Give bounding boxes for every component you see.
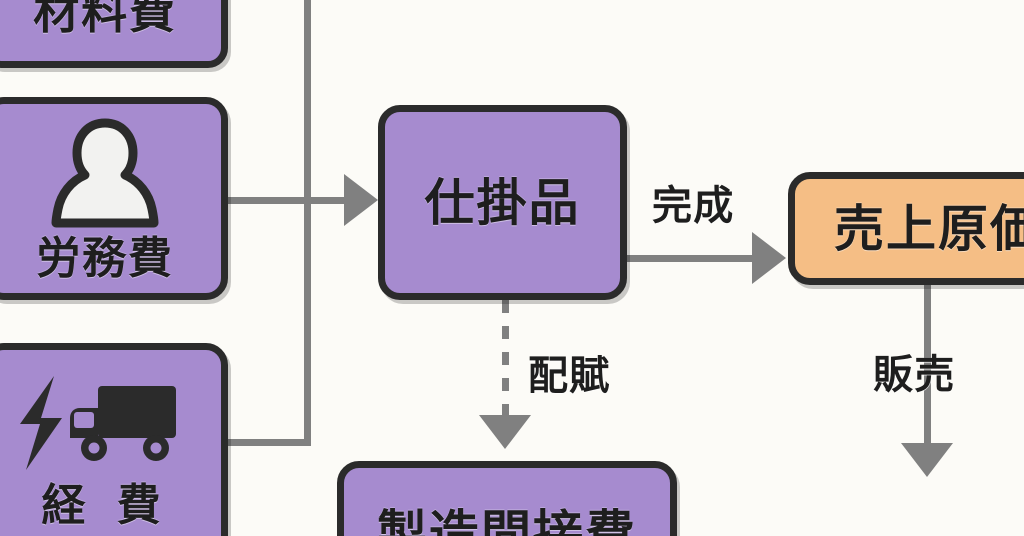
node-roumuhi[interactable]: 労務費 (0, 97, 228, 300)
arrowhead-hanbai (901, 443, 953, 477)
node-label-seizo-kansetsuhi: 製造間接費 (377, 505, 637, 536)
node-seizo-kansetsuhi[interactable]: 製造間接費 (337, 461, 677, 536)
edge-line-hanbai (924, 285, 931, 445)
person-icon (45, 117, 165, 229)
node-keihi[interactable]: 経 費 (0, 343, 228, 536)
edge-label-haifu: 配賦 (528, 353, 611, 399)
arrowhead-kansei (752, 232, 786, 284)
node-label-uriage-genka: 売上原価 (834, 199, 1024, 258)
node-shikakari[interactable]: 仕掛品 (378, 105, 627, 300)
node-label-shikakari: 仕掛品 (424, 173, 581, 232)
node-label-keihi: 経 費 (41, 479, 169, 531)
node-zairyohi[interactable]: 材料費 (0, 0, 228, 68)
branch-line-roumuhi (228, 197, 308, 204)
node-label-roumuhi: 労務費 (36, 232, 174, 284)
lightning-truck-icon (10, 374, 200, 472)
cost-bus-vertical-line (304, 0, 311, 446)
feed-line-to-shikakari (304, 197, 354, 204)
edge-line-haifu-dashed (502, 300, 509, 418)
arrowhead-to-shikakari (344, 174, 378, 226)
node-label-zairyohi: 材料費 (33, 0, 177, 39)
branch-line-keihi (228, 439, 308, 446)
node-uriage-genka[interactable]: 売上原価 (788, 172, 1024, 285)
edge-label-kansei: 完成 (652, 183, 735, 229)
edge-line-kansei (627, 255, 755, 262)
arrowhead-haifu (479, 415, 531, 449)
edge-label-hanbai: 販売 (873, 352, 956, 398)
